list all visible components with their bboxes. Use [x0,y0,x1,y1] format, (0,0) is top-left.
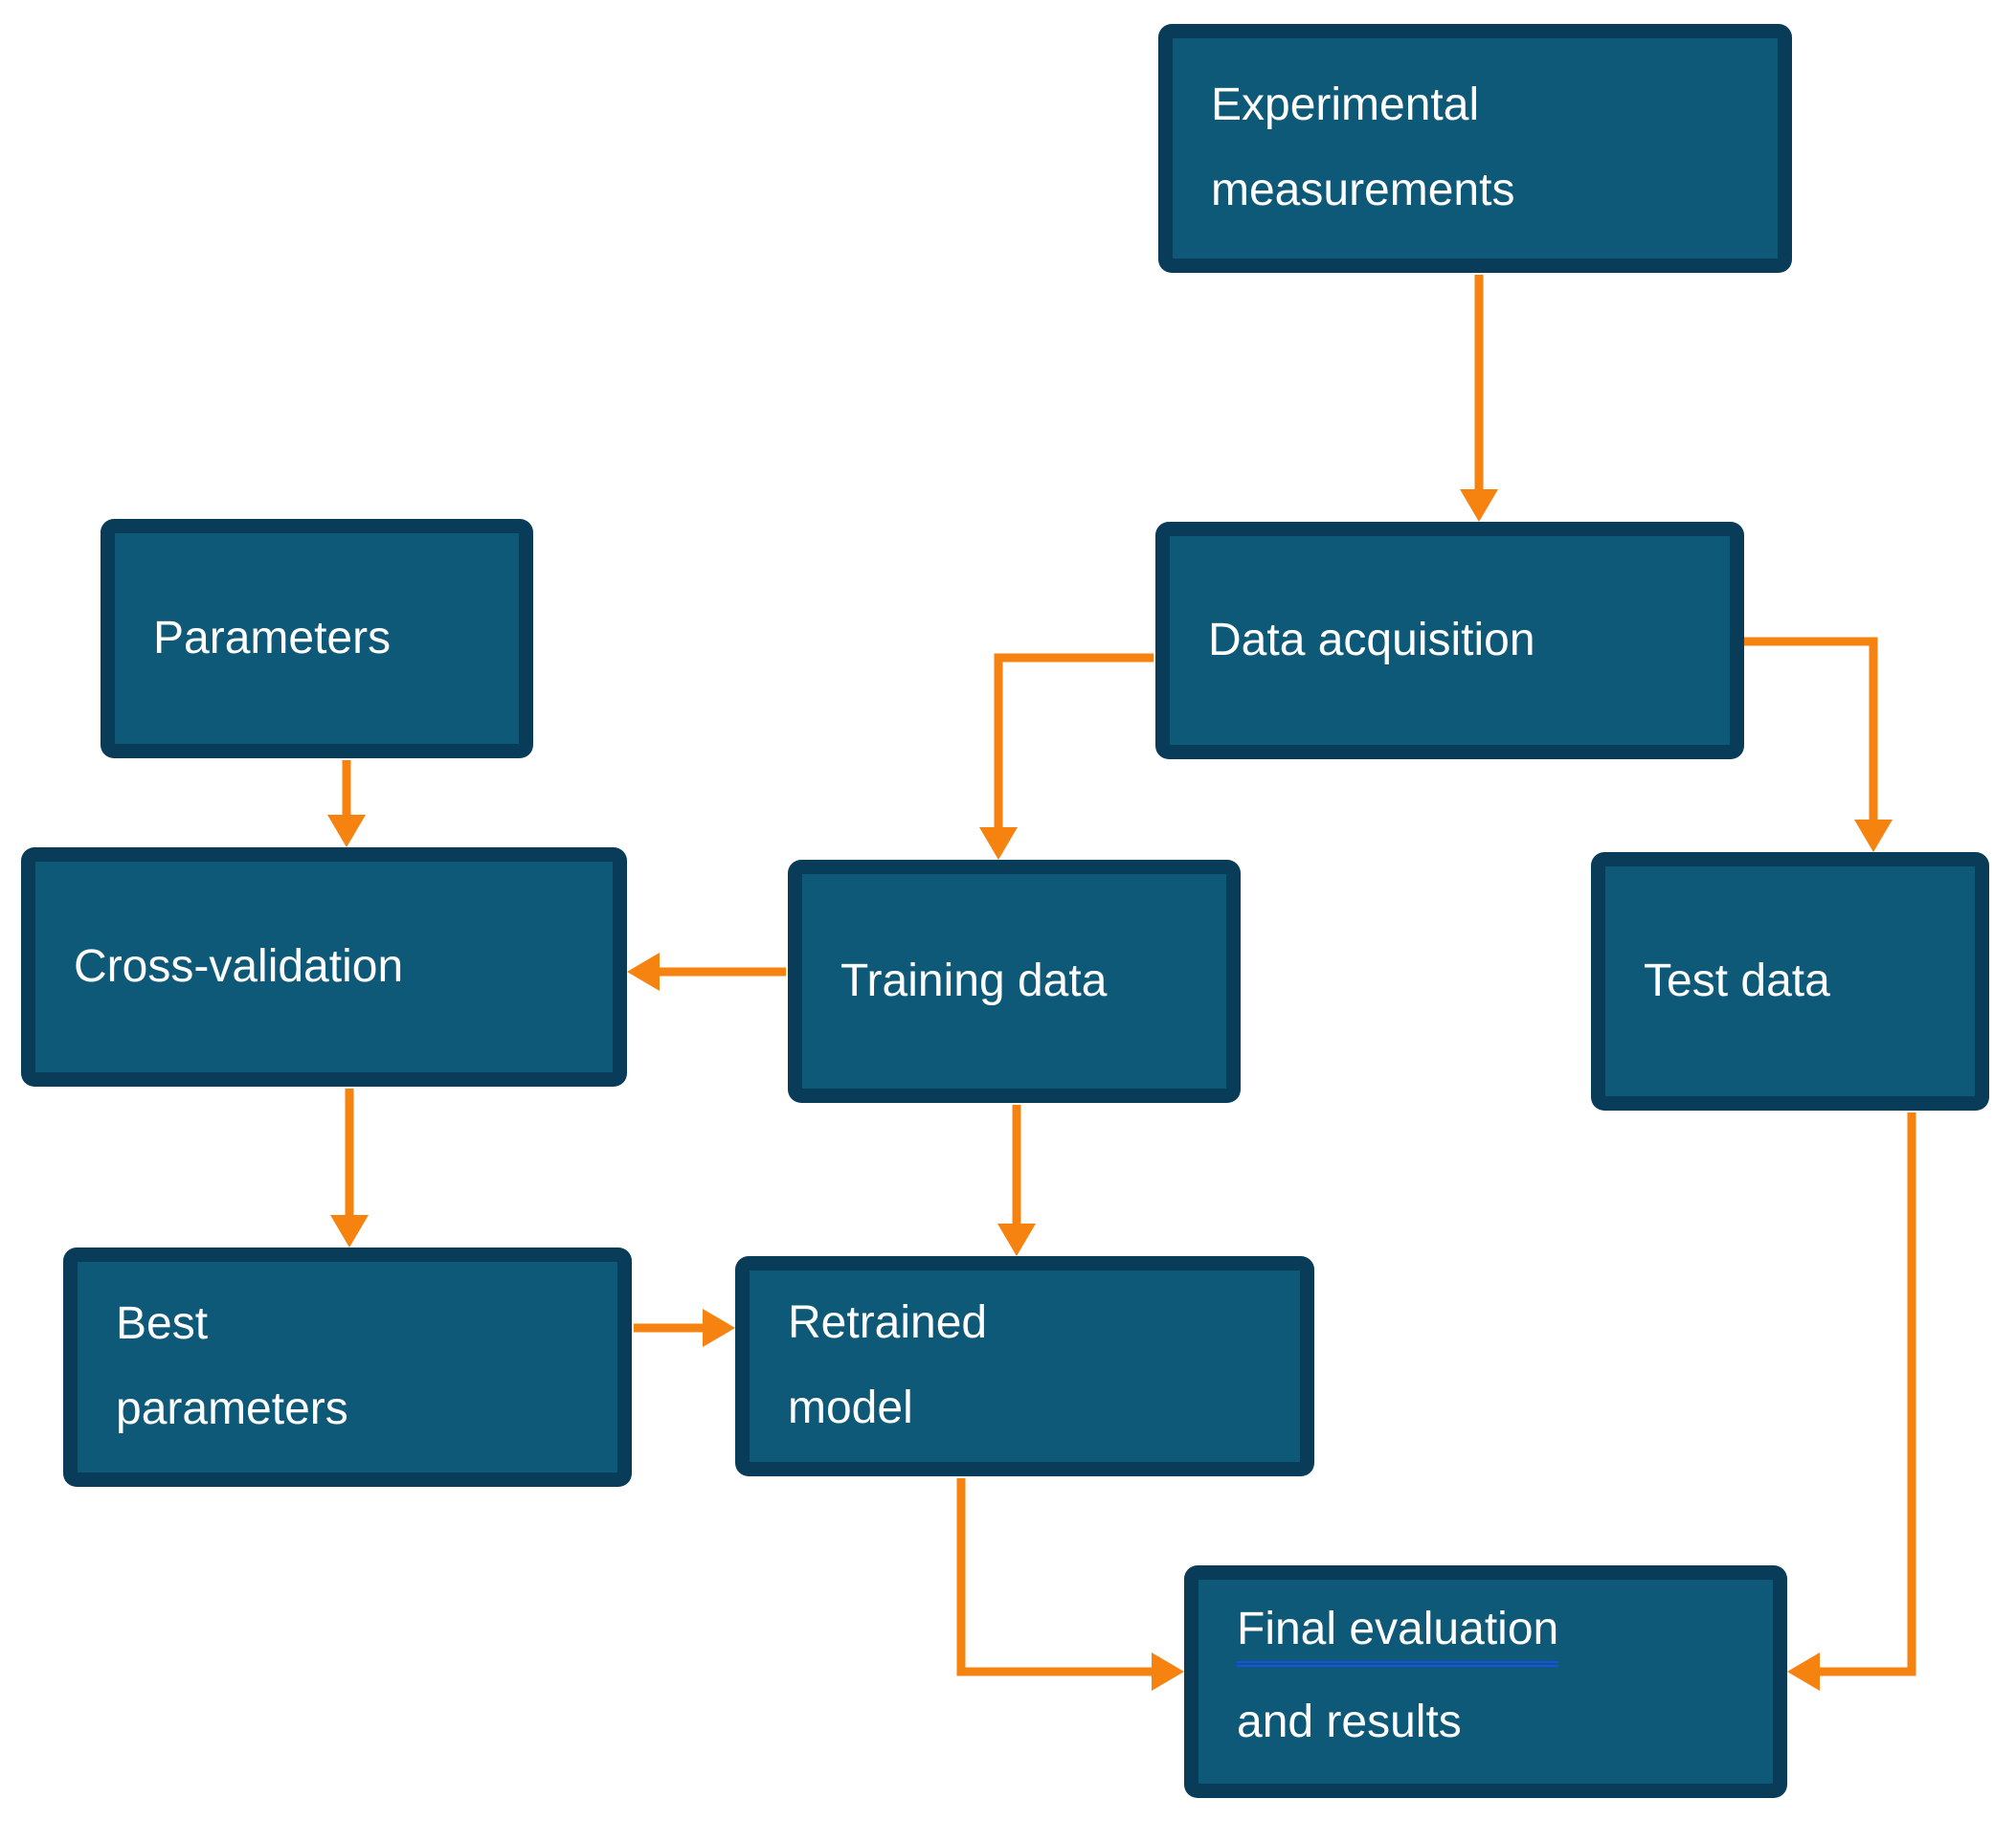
node-best-parameters: Best parameters [63,1248,632,1487]
node-parameters-label: Parameters [153,612,392,663]
arrow-training-data-to-retrained-model [997,1105,1036,1256]
node-final-evaluation-label: Final evaluation and results [1237,1599,1559,1765]
final-evaluation-second-line: and results [1237,1696,1462,1747]
node-training-data-label: Training data [840,955,1108,1006]
node-retrained-model-label: Retrained model [788,1297,988,1433]
arrow-data-acquisition-to-test-data [1742,637,1893,852]
arrow-data-acquisition-to-training-data [979,653,1154,860]
arrow-best-parameters-to-retrained-model [634,1309,735,1347]
final-evaluation-underlined-text: Final evaluation [1237,1599,1559,1667]
node-cross-validation: Cross-validation [21,847,627,1087]
arrow-experimental-to-data-acquisition [1460,275,1498,522]
arrow-training-data-to-cross-validation [627,953,786,991]
arrow-parameters-to-cross-validation [327,760,366,847]
arrow-test-data-to-final-evaluation [1787,1113,1916,1691]
node-retrained-model: Retrained model [735,1256,1314,1476]
node-parameters: Parameters [101,519,533,758]
node-cross-validation-label: Cross-validation [74,940,404,992]
node-final-evaluation: Final evaluation and results [1184,1565,1787,1798]
arrow-cross-validation-to-best-parameters [330,1089,369,1248]
node-experimental-measurements: Experimental measurements [1158,24,1792,273]
node-test-data: Test data [1591,852,1989,1111]
node-data-acquisition-label: Data acquisition [1208,614,1535,665]
node-training-data: Training data [788,860,1241,1103]
node-data-acquisition: Data acquisition [1155,522,1744,759]
node-experimental-measurements-label: Experimental measurements [1211,79,1515,215]
node-best-parameters-label: Best parameters [116,1298,348,1434]
arrow-retrained-model-to-final-evaluation [956,1478,1184,1691]
node-test-data-label: Test data [1644,955,1830,1006]
